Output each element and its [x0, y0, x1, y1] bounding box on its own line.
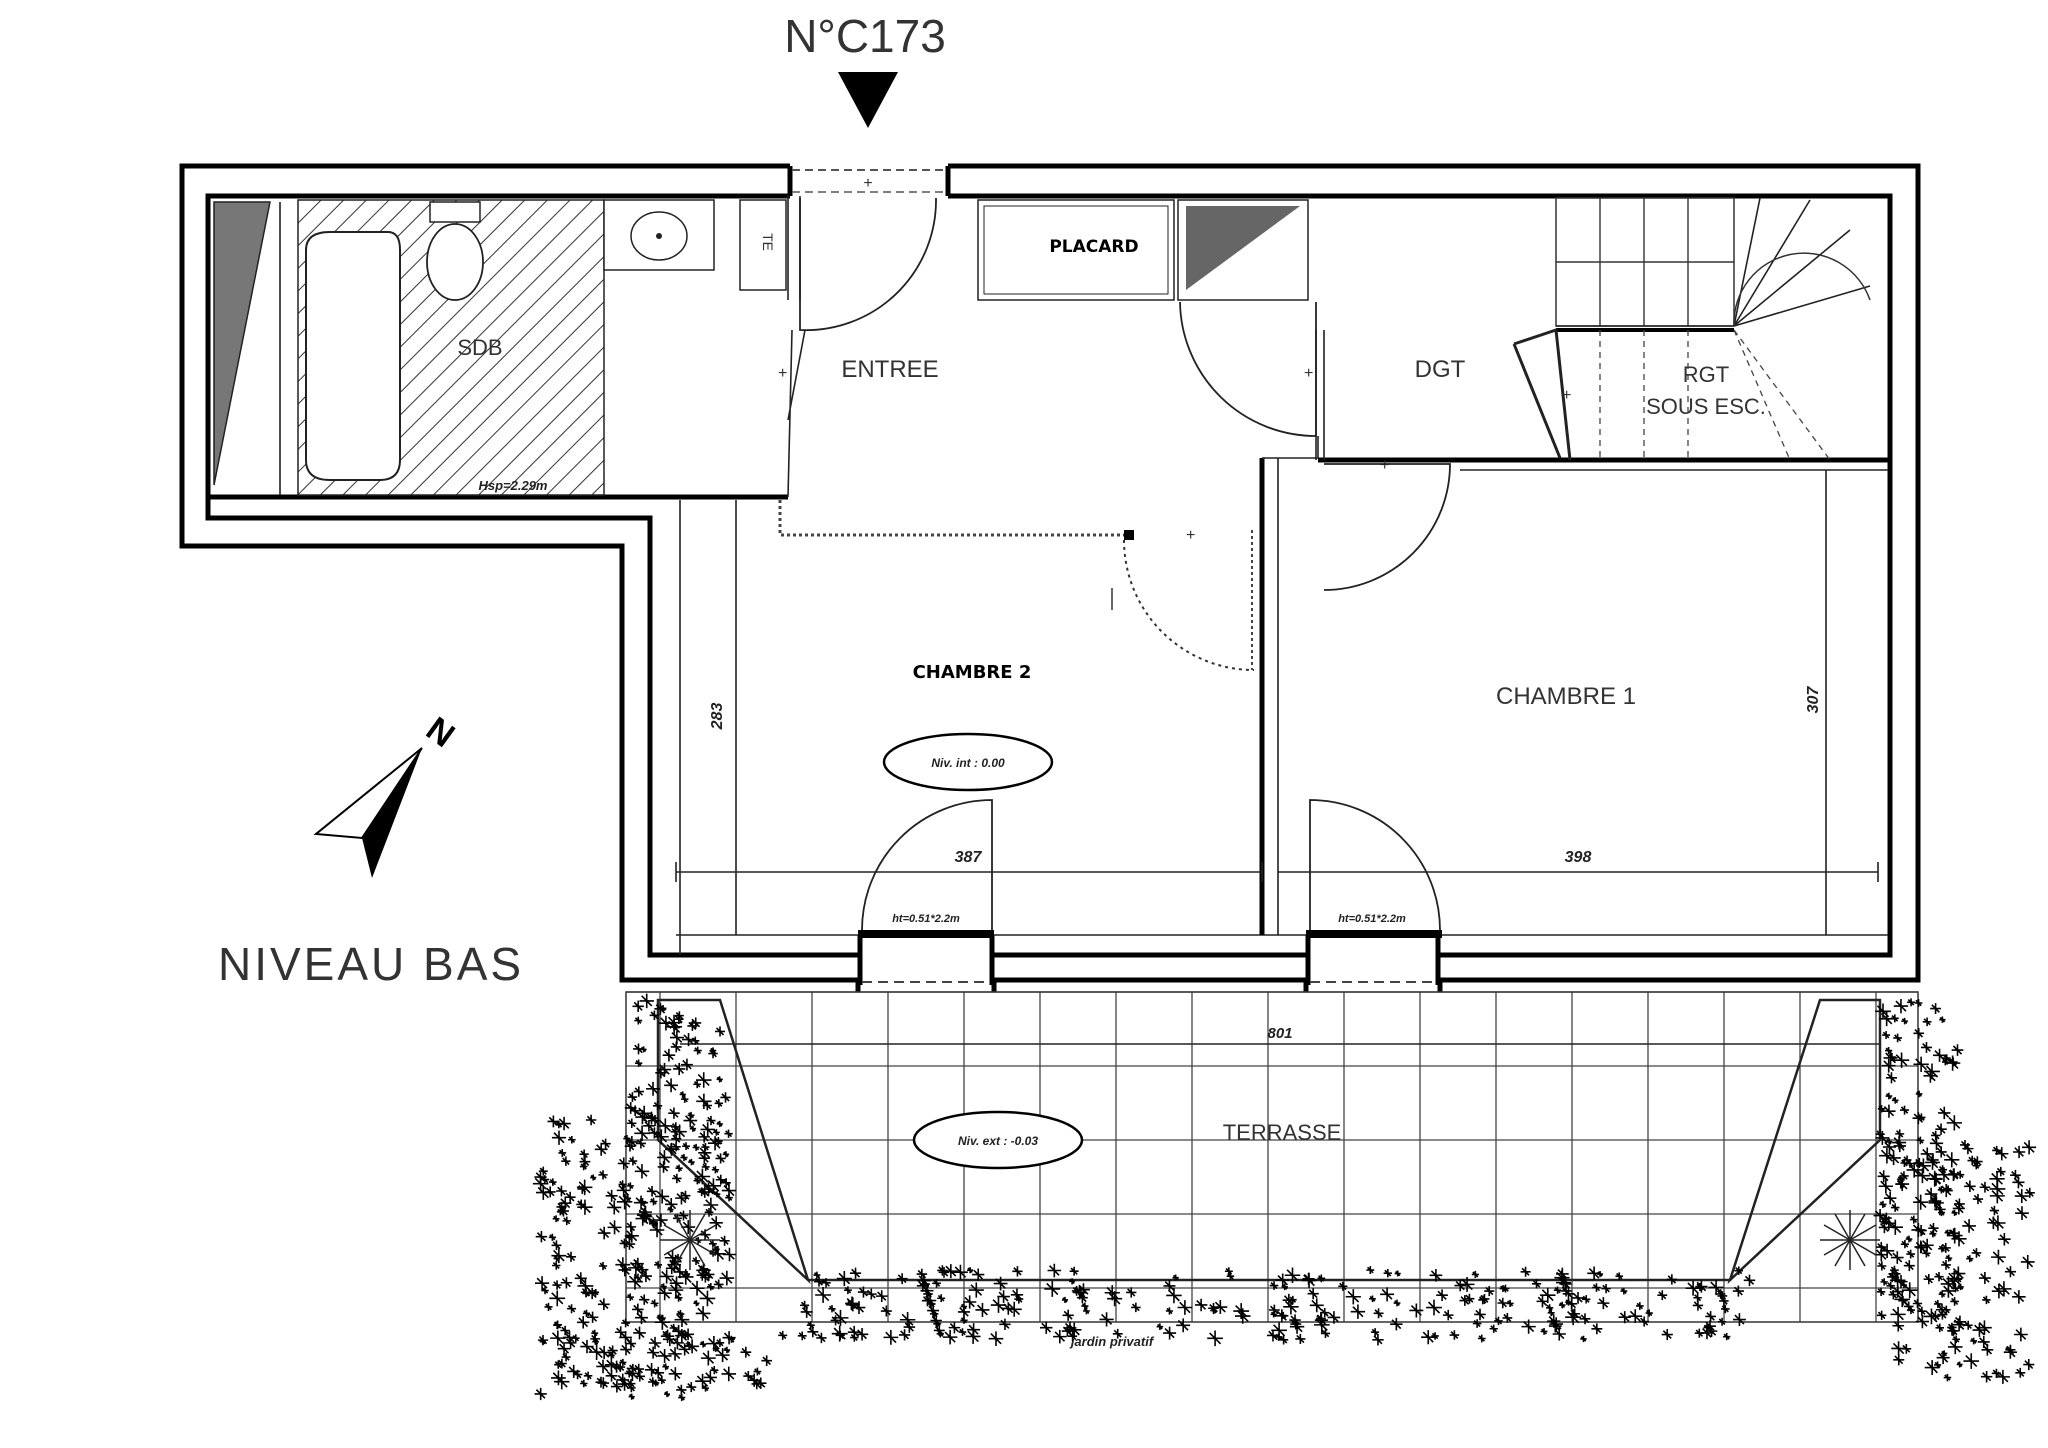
north-label: N: [419, 710, 461, 755]
chambre2-width: 387: [955, 849, 983, 866]
svg-text:+: +: [863, 175, 872, 192]
corridor-and-stairs: DGT + + + RGT SOUS ESC.: [1304, 197, 1871, 591]
bedroom-2: CHAMBRE 2 Niv. int : 0.00 ht=0.51*2.2m 2…: [675, 530, 1263, 983]
level-label: NIVEAU BAS: [218, 938, 524, 990]
bathtub: [305, 231, 401, 481]
sink-icon: [603, 199, 715, 271]
entrance-arrow: [838, 72, 898, 128]
chambre2-level-text: Niv. int : 0.00: [931, 756, 1005, 770]
svg-text:+: +: [1380, 457, 1389, 474]
chambre2-depth: 283: [709, 703, 726, 731]
entrance-door-swing: [799, 197, 937, 331]
terrasse-level-tag: [912, 1110, 1084, 1170]
vegetation: [532, 993, 2037, 1402]
staircase: +: [1512, 197, 1871, 461]
terrasse-level-text: Niv. ext : -0.03: [958, 1134, 1038, 1148]
north-arrow-icon: N: [313, 710, 461, 878]
chambre1-depth: 307: [1805, 686, 1822, 714]
chambre1-label: CHAMBRE 1: [1496, 683, 1636, 710]
plan-title: N°C173: [784, 10, 946, 62]
sdb-height-note: Hsp=2.29m: [478, 478, 547, 493]
bathroom: TE SDB Hsp=2.29m: [213, 199, 787, 496]
exterior-walls: [179, 163, 1921, 992]
rgt-label-line1: RGT: [1683, 362, 1729, 387]
placard-label: PLACARD: [1049, 237, 1138, 257]
svg-text:+: +: [1562, 387, 1571, 404]
entry-hall: ENTREE + +: [778, 197, 1195, 544]
svg-text:+: +: [1186, 527, 1195, 544]
chambre2-level-tag: [882, 732, 1054, 792]
terrasse-width: 801: [1267, 1025, 1292, 1042]
chambre2-label: CHAMBRE 2: [913, 662, 1032, 683]
rgt-label-line2: SOUS ESC.: [1646, 394, 1766, 419]
te-label: TE: [760, 233, 776, 251]
window-left-note: ht=0.51*2.2m: [892, 913, 960, 925]
sdb-label: SDB: [457, 335, 502, 360]
terrasse-label: TERRASSE: [1223, 1120, 1342, 1145]
te-cabinet: [739, 199, 787, 291]
bedroom-1: CHAMBRE 1 ht=0.51*2.2m 398 307: [1278, 470, 1879, 983]
closet: PLACARD: [977, 199, 1317, 437]
toilet-icon: [426, 201, 484, 301]
bathroom-shower-panel: [213, 201, 271, 486]
window-right-note: ht=0.51*2.2m: [1338, 913, 1406, 925]
terrace: 801 TERRASSE Niv. ext : -0.03 jardin pri…: [625, 991, 1919, 1349]
svg-text:+: +: [778, 365, 787, 382]
garden-note: jardin privatif: [1069, 1334, 1155, 1349]
entrance-threshold: +: [792, 169, 946, 193]
entree-label: ENTREE: [841, 356, 938, 383]
svg-text:+: +: [1304, 365, 1313, 382]
dgt-label: DGT: [1415, 356, 1466, 383]
chambre1-width: 398: [1565, 849, 1592, 866]
interior-partitions: [208, 196, 1888, 955]
